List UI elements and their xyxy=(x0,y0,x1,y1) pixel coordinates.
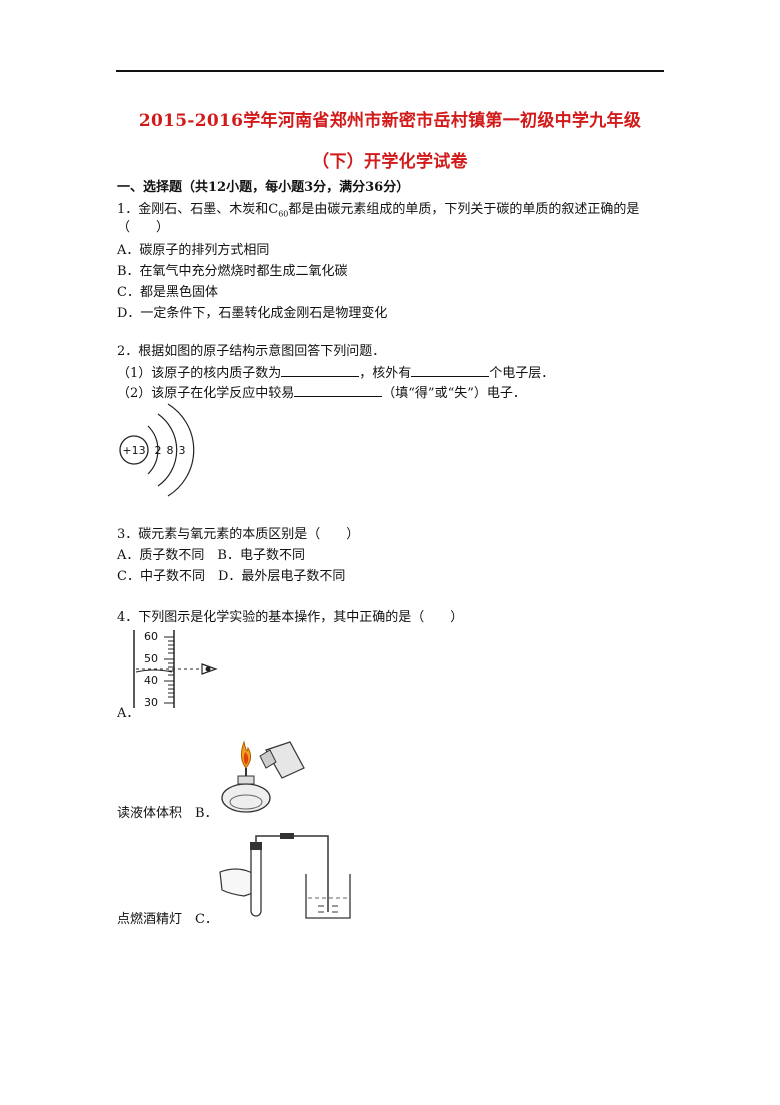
shell-2-count: 8 xyxy=(167,444,174,457)
q2-stem: 2．根据如图的原子结构示意图回答下列问题． xyxy=(117,344,386,359)
q4-option-b-row: 读液体体积 B． xyxy=(117,806,218,821)
tick-60: 60 xyxy=(144,630,158,643)
exam-title-line2: （下）开学化学试卷 xyxy=(312,152,468,172)
tick-30: 30 xyxy=(144,696,158,709)
shell-1-count: 2 xyxy=(155,444,162,457)
atomic-structure-diagram: +13 2 8 3 xyxy=(119,403,195,497)
liquid-meniscus xyxy=(135,669,173,673)
q1-option-c: C．都是黑色固体 xyxy=(117,285,218,300)
flame-core xyxy=(243,752,249,765)
nucleus-charge: +13 xyxy=(122,444,145,457)
tick-40: 40 xyxy=(144,674,158,687)
q4-option-a-label: A． xyxy=(117,706,140,721)
bubbles xyxy=(318,905,338,913)
q1-option-a: A．碳原子的排列方式相同 xyxy=(117,243,270,258)
delivery-tube-right xyxy=(294,835,329,912)
q1-paren: （ ） xyxy=(117,220,170,235)
q2-sub2: （2）该原子在化学反应中较易（填“得”或“失”）电子． xyxy=(117,384,526,401)
graduated-cylinder-figure: 60 50 40 30 xyxy=(133,630,218,709)
rubber-stopper xyxy=(250,842,262,850)
q4-stem: 4．下列图示是化学实验的基本操作，其中正确的是（ ） xyxy=(117,610,464,625)
cylinder-ticks xyxy=(164,636,174,704)
top-rule xyxy=(116,70,664,72)
exam-title-line1: 2015-2016学年河南省郑州市新密市岳村镇第一初级中学九年级 xyxy=(138,111,642,131)
q4-option-c-row: 点燃酒精灯 C． xyxy=(117,912,218,927)
electron-shell-3 xyxy=(167,403,195,497)
q1-option-d: D．一定条件下，石墨转化成金刚石是物理变化 xyxy=(117,306,388,321)
lamp-neck xyxy=(237,775,255,785)
second-lamp-tilted xyxy=(265,741,305,779)
q1-stem: 1．金刚石、石墨、木炭和C60都是由碳元素组成的单质，下列关于碳的单质的叙述正确… xyxy=(117,202,640,219)
nucleus-circle xyxy=(119,435,149,465)
q3-options-ab: A．质子数不同 B．电子数不同 xyxy=(117,548,305,563)
shell-3-count: 3 xyxy=(179,444,186,457)
eye-pupil xyxy=(205,666,211,672)
delivery-tube-left xyxy=(255,835,282,842)
q1-option-b: B．在氧气中充分燃烧时都生成二氧化碳 xyxy=(117,264,348,279)
q2-sub1: （1）该原子的核内质子数为，核外有个电子层． xyxy=(117,364,555,381)
tick-50: 50 xyxy=(144,652,158,665)
lamp-body xyxy=(221,783,271,813)
electron-shell-2 xyxy=(157,413,178,487)
tube-connector xyxy=(280,833,294,839)
q2-blank-proton[interactable] xyxy=(281,364,360,377)
q2-blank-gain-lose[interactable] xyxy=(294,384,383,397)
q3-options-cd: C．中子数不同 D．最外层电子数不同 xyxy=(117,569,346,584)
test-tube xyxy=(250,843,262,917)
beaker xyxy=(305,874,351,919)
second-lamp-neck xyxy=(259,749,277,769)
airtightness-check-figure xyxy=(219,833,351,919)
alcohol-lamp-figure xyxy=(221,740,305,813)
q3-stem: 3．碳元素与氧元素的本质区别是（ ） xyxy=(117,527,360,542)
q2-blank-shells[interactable] xyxy=(411,364,490,377)
eye-icon xyxy=(201,663,218,675)
lamp-liquid xyxy=(229,794,263,810)
section-heading: 一、选择题（共12小题，每小题3分，满分36分） xyxy=(117,180,410,195)
electron-shell-1 xyxy=(147,425,159,475)
